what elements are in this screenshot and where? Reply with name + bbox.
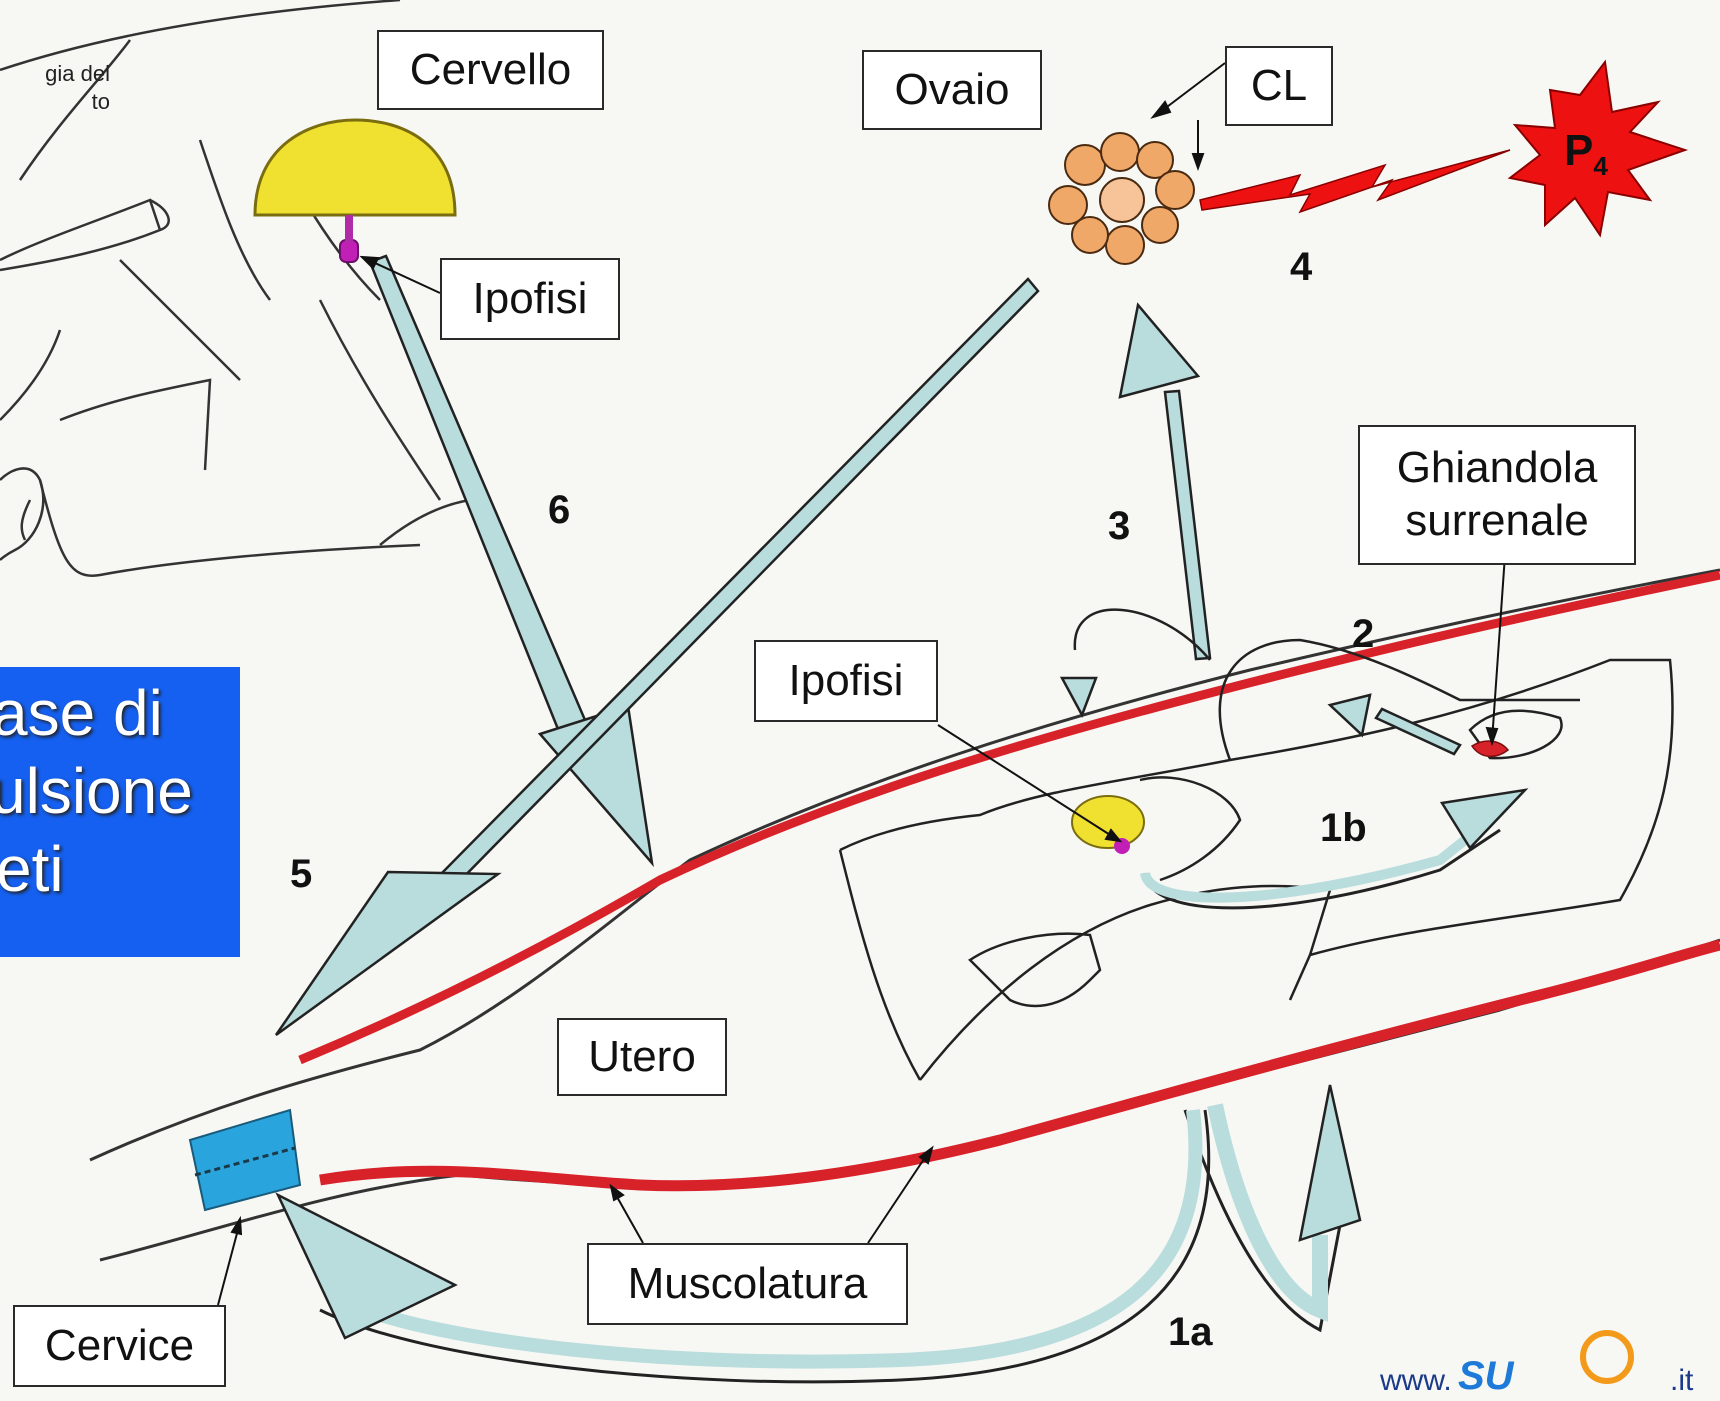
watermark-brand: SU — [1458, 1354, 1514, 1399]
label-ghiandola-line-2: surrenale — [1405, 495, 1588, 548]
watermark-suffix: .it — [1670, 1364, 1693, 1398]
title-line-1: ase di — [0, 677, 163, 751]
arrow-2 — [1330, 695, 1460, 754]
step-number-1a: 1a — [1168, 1310, 1213, 1355]
arrow-6 — [370, 256, 652, 863]
brain-icon — [255, 120, 455, 215]
step-number-6: 6 — [548, 488, 570, 533]
label-utero: Utero — [557, 1018, 727, 1096]
adrenal-gland-icon — [1472, 741, 1508, 756]
label-ghiandola-surrenale: Ghiandola surrenale — [1358, 425, 1636, 565]
corner-note-line-1: gia del — [45, 60, 110, 88]
step-number-2: 2 — [1352, 612, 1374, 657]
label-cl: CL — [1225, 46, 1333, 126]
hormone-label-p4: P4 — [1564, 126, 1608, 182]
label-cervello: Cervello — [377, 30, 604, 110]
cervix-icon — [190, 1110, 300, 1210]
label-ovaio: Ovaio — [862, 50, 1042, 130]
corpus-luteum-icon — [1049, 133, 1194, 264]
title-line-2: ulsione — [0, 755, 193, 829]
watermark-logo-icon — [1580, 1330, 1634, 1384]
label-muscolatura: Muscolatura — [587, 1243, 908, 1325]
calf-fetus-sketch — [840, 640, 1673, 1080]
corner-note: gia del to — [0, 60, 110, 115]
label-cervice: Cervice — [13, 1305, 226, 1387]
lightning-bolt-icon — [1200, 150, 1510, 212]
arrow-3 — [1062, 305, 1210, 715]
fetal-brain-icon — [1072, 796, 1144, 854]
slide-title-box: ase di ulsione eti — [0, 667, 240, 957]
title-line-3: eti — [0, 833, 64, 907]
watermark: www. SU .it — [1380, 1360, 1720, 1401]
step-number-4: 4 — [1290, 245, 1312, 290]
corner-note-line-2: to — [92, 88, 110, 116]
step-number-5: 5 — [290, 852, 312, 897]
pituitary-icon — [340, 215, 358, 262]
step-number-1b: 1b — [1320, 806, 1367, 851]
label-ipofisi-fetal: Ipofisi — [754, 640, 938, 722]
hormone-subscript: 4 — [1593, 151, 1607, 181]
step-number-3: 3 — [1108, 504, 1130, 549]
label-ghiandola-line-1: Ghiandola — [1397, 442, 1598, 495]
watermark-prefix: www. — [1380, 1364, 1452, 1398]
hormone-letter: P — [1564, 126, 1593, 175]
label-ipofisi-brain: Ipofisi — [440, 258, 620, 340]
